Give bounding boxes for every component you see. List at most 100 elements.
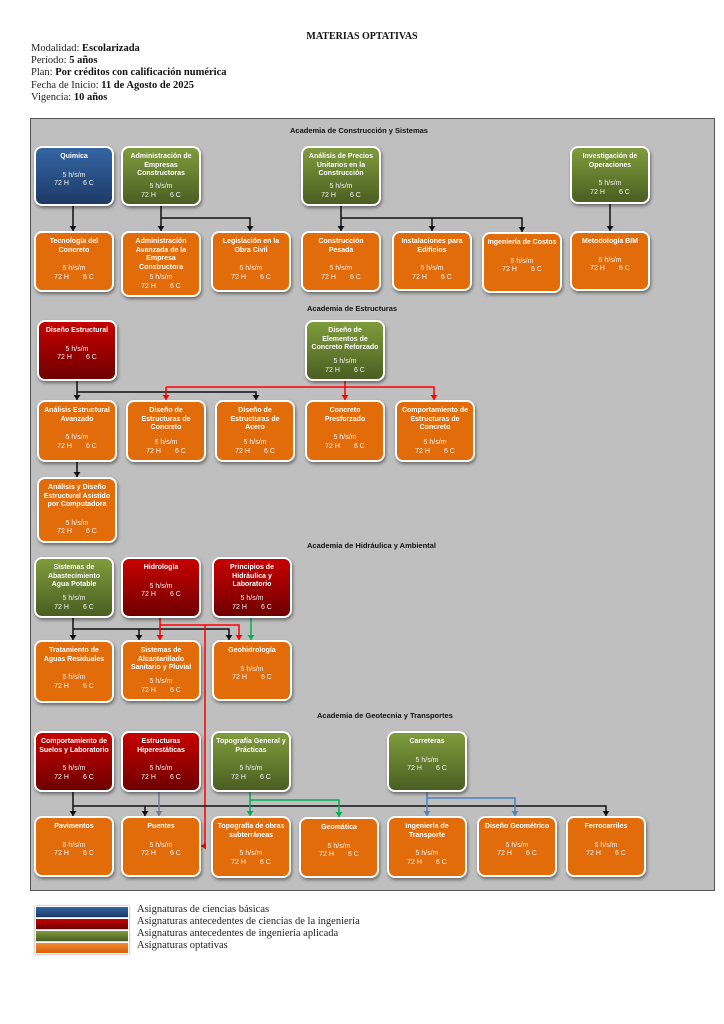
course-title: Carreteras [409,738,445,745]
course-total-hours: 72 H [232,603,247,611]
course-total-hours: 72 H [586,850,601,857]
course-credits: 6 C [614,850,626,857]
course-total-hours: 72 H [54,603,69,611]
course-total-hours: 72 H [407,858,422,866]
course-total-hours: 72 H [57,442,72,450]
meta-label: Modalidad: [31,43,83,54]
course-weekly-hours: 5 h/s/m [149,582,173,590]
course-credits: 6 C [618,265,630,272]
course-title: Ingeniería de Transporte [405,823,449,839]
course-title: Geohidrología [228,647,276,654]
course-weekly-hours: 5 h/s/m [65,345,89,353]
course-total-hours: 72 H [232,674,247,681]
course-credits: 6 C [169,773,181,781]
course-box-phl: Principios de Hidráulica y Laboratorio 5… [212,557,292,618]
course-credits: 6 C [259,858,271,866]
course-title: Análisis Estructural Avanzado [44,407,110,423]
academy-heading: Academia de Geotecnia y Transportes [317,711,453,720]
course-credits: 6 C [353,366,365,374]
course-title: Topografía General y Prácticas [216,738,286,754]
course-weekly-hours: 5 h/s/m [149,841,173,849]
course-box-dec: Diseño de Estructuras de Concreto 5 h/s/… [126,400,206,462]
course-box-admin: Administración de Empresas Constructoras… [121,146,201,206]
course-weekly-hours: 5 h/s/m [149,765,173,772]
legend-label: Asignaturas optativas [137,940,228,951]
course-credits: 6 C [618,188,630,196]
course-weekly-hours: 5 h/s/m [62,765,86,772]
course-credits: 6 C [174,447,186,455]
course-box-io: Investigación de Operaciones 5 h/s/m 72 … [570,146,650,204]
course-total-hours: 72 H [321,191,336,199]
course-weekly-hours: 5 h/s/m [62,841,86,849]
course-credits: 6 C [82,773,94,781]
course-weekly-hours: 5 h/s/m [333,434,357,441]
course-total-hours: 72 H [321,273,336,281]
course-total-hours: 72 H [141,282,156,290]
academy-heading: Academia de Hidráulica y Ambiental [307,541,436,550]
meta-vigencia: Vigencia: 10 años [31,92,107,104]
course-title: Legislación en la Obra Civil [222,238,280,254]
course-title: Ingeniería de Costos [487,239,557,246]
meta-value: 10 años [73,92,108,103]
course-box-compconc: Comportamiento de Estructuras de Concret… [395,400,475,462]
course-title: Administración Avanzada de la Empresa Co… [135,238,187,271]
course-title: Instalaciones para Edificios [401,238,463,254]
course-title: Principios de Hidráulica y Laboratorio [230,564,274,588]
course-credits: 6 C [435,858,447,866]
legend-swatch-optional [35,942,129,954]
course-weekly-hours: 5 h/s/m [240,595,264,602]
course-title: Diseño Geométrico [484,823,550,830]
course-credits: 6 C [82,682,94,690]
course-total-hours: 72 H [141,591,156,598]
course-total-hours: 72 H [325,442,340,450]
course-weekly-hours: 5 h/s/m [62,595,86,602]
course-weekly-hours: 5 h/s/m [240,665,264,673]
course-credits: 6 C [82,603,94,611]
course-title: Análisis y Diseño Estructural Asistido p… [43,484,111,508]
course-title: Diseño de Elementos de Concreto Reforzad… [311,327,379,351]
academy-heading: Academia de Construcción y Sistemas [290,126,428,135]
course-total-hours: 72 H [235,447,250,455]
course-total-hours: 72 H [415,447,430,455]
course-credits: 6 C [169,191,181,199]
course-weekly-hours: 5 h/s/m [62,265,86,272]
course-total-hours: 72 H [141,686,156,694]
course-title: Tecnología del Concreto [49,238,99,254]
course-weekly-hours: 5 h/s/m [329,183,353,190]
course-total-hours: 72 H [231,858,246,866]
course-credits: 6 C [82,180,94,187]
course-credits: 6 C [85,442,97,450]
course-title: Topografía de obras subterráneas [217,823,285,839]
course-weekly-hours: 5 h/s/m [415,756,439,764]
course-title: Investigación de Operaciones [582,153,638,169]
meta-value: 11 de Agosto de 2025 [101,80,195,91]
academy-heading: Academia de Estructuras [307,304,398,313]
course-box-apu: Análisis de Precios Unitarios en la Cons… [301,146,381,206]
course-credits: 6 C [169,282,181,290]
course-total-hours: 72 H [231,773,246,781]
course-total-hours: 72 H [497,850,512,857]
course-weekly-hours: 5 h/s/m [243,439,267,446]
course-weekly-hours: 5 h/s/m [423,439,447,446]
course-title: Puentes [147,823,175,830]
course-box-alc: Sistemas de Alcantarillado Sanitario y P… [121,640,201,701]
course-total-hours: 72 H [54,682,69,690]
course-total-hours: 72 H [54,850,69,857]
course-title: Comportamiento de Estructuras de Concret… [401,407,469,431]
course-total-hours: 72 H [141,850,156,857]
course-total-hours: 72 H [141,191,156,199]
course-credits: 6 C [349,191,361,199]
meta-label: Vigencia: [31,92,74,103]
course-credits: 6 C [530,266,542,273]
course-weekly-hours: 5 h/s/m [149,183,173,190]
meta-value: 5 años [69,55,98,66]
